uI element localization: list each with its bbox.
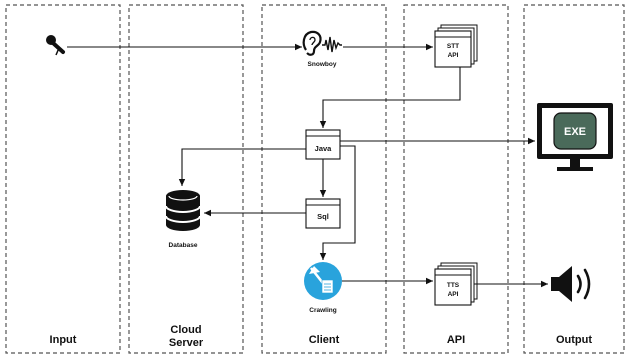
lane-cloud-server: Cloud Server — [128, 4, 244, 354]
lane-api-label: API — [447, 334, 465, 346]
monitor-exe-icon: EXE — [537, 103, 613, 171]
database-label: Database — [169, 242, 198, 249]
stt-label-line2: API — [448, 52, 459, 59]
lane-output-label: Output — [556, 334, 592, 346]
sql-label: Sql — [317, 212, 329, 221]
lane-cloud-label-line1: Cloud — [170, 324, 201, 336]
lane-client: Client — [261, 4, 387, 354]
microphone-icon — [46, 35, 65, 56]
snowboy-label: Snowboy — [308, 61, 337, 68]
lane-output: Output — [523, 4, 625, 354]
exe-label: EXE — [564, 126, 586, 138]
connectors — [67, 43, 548, 288]
stt-api-node: STT API — [434, 24, 478, 68]
tts-label-line1: TTS — [447, 282, 460, 289]
lane-input-label: Input — [50, 334, 77, 346]
crawling-icon — [304, 262, 342, 300]
sql-node: Sql — [305, 198, 341, 229]
arrow-java-to-database — [178, 148, 306, 186]
ear-soundwave-icon — [302, 30, 342, 56]
java-node: Java — [305, 129, 341, 160]
java-label: Java — [315, 144, 333, 153]
crawling-label: Crawling — [309, 307, 336, 314]
lane-api: API — [403, 4, 509, 354]
speaker-icon — [551, 266, 591, 302]
lane-client-label: Client — [309, 334, 340, 346]
arrow-java-to-crawling — [319, 145, 356, 260]
stt-label-line1: STT — [447, 43, 459, 50]
tts-api-node: TTS API — [434, 262, 478, 306]
database-icon — [165, 190, 201, 231]
lane-cloud-label-line2: Server — [169, 337, 204, 349]
lane-input: Input — [5, 4, 121, 354]
tts-label-line2: API — [448, 291, 459, 298]
arrow-stt-to-java — [319, 67, 461, 128]
